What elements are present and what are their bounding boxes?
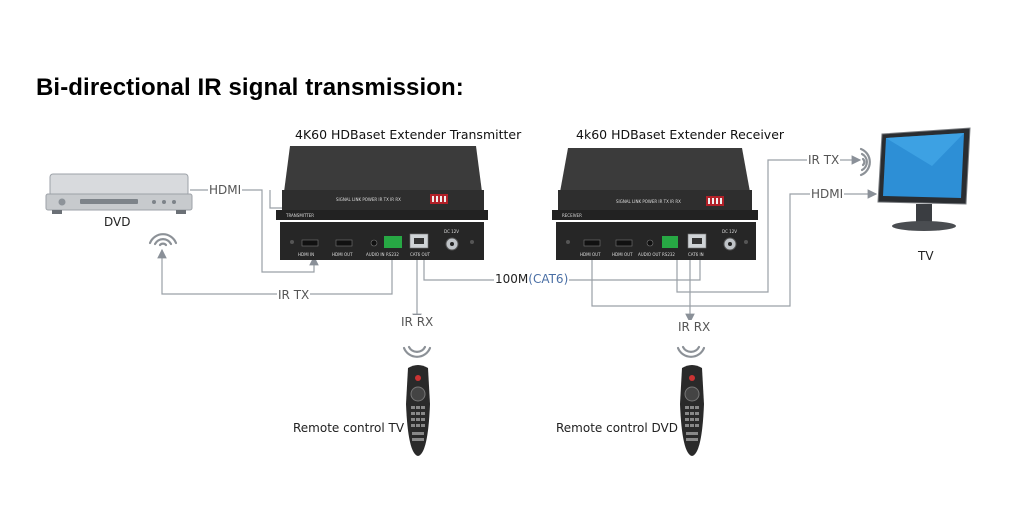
transmitter-title: 4K60 HDBaset Extender Transmitter [295,127,522,142]
ir-tx-label-left: IR TX [277,288,311,302]
svg-text:DC 12V: DC 12V [722,229,737,234]
receiver-device: SIGNAL LINK POWER IR TX IR RX RECEIVER H… [552,148,758,260]
svg-text:RS232: RS232 [662,252,675,257]
svg-text:DC 12V: DC 12V [444,229,459,234]
remote-control-right [676,345,706,456]
ir-rx-label-right: IR RX [677,320,712,334]
cable-type: (CAT6) [528,272,569,286]
ir-emitter-icon-left [148,233,178,247]
hdmi-label-right: HDMI [810,187,845,201]
ir-tx-label-right: IR TX [807,153,841,167]
svg-text:CAT6 OUT: CAT6 OUT [410,252,431,257]
dvd-player [45,173,193,214]
ir-tx-line-right [676,155,862,293]
transmitter-device: SIGNAL LINK POWER IR TX IR RX TRANSMITTE… [276,146,488,260]
ir-rx-label-left: IR RX [400,315,435,329]
svg-text:HDMI OUT: HDMI OUT [580,252,601,257]
svg-text:AUDIO IN: AUDIO IN [366,252,385,257]
transmitter-top-text: SIGNAL LINK POWER IR TX IR RX [336,197,401,202]
svg-text:CAT6 IN: CAT6 IN [688,252,704,257]
transmitter-side-label: TRANSMITTER [285,213,314,218]
receiver-side-label: RECEIVER [562,213,582,218]
svg-text:HDMI OUT: HDMI OUT [332,252,353,257]
svg-text:HDMI OUT: HDMI OUT [612,252,633,257]
dvd-label: DVD [104,215,131,229]
remote-label-left: Remote control TV [293,421,405,435]
receiver-top-text: SIGNAL LINK POWER IR TX IR RX [616,199,681,204]
ir-emitter-icon-right [859,147,871,177]
remote-label-right: Remote control DVD [556,421,679,435]
receiver-title: 4k60 HDBaset Extender Receiver [576,127,785,142]
tv-monitor [877,127,971,231]
hdmi-label-left: HDMI [208,183,243,197]
svg-text:AUDIO OUT: AUDIO OUT [638,252,661,257]
svg-text:HDMI IN: HDMI IN [298,252,314,257]
cable-length: 100M [495,272,529,286]
page-title: Bi-directional IR signal transmission: [36,74,464,101]
remote-control-left [402,345,432,456]
svg-text:RS232: RS232 [386,252,399,257]
cable-length-label: 100M(CAT6) [494,272,570,286]
tv-label: TV [918,249,934,263]
